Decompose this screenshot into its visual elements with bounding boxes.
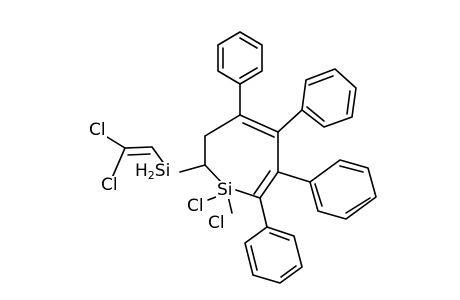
- stem-phenyl-upper-right: [277, 109, 303, 133]
- bond-ccl-bottom: [111, 147, 126, 179]
- silyl-si-symbol: Si: [154, 161, 171, 181]
- silyl-group-sih2: H2Si: [134, 161, 172, 182]
- silyl-h-count: 2: [147, 169, 155, 182]
- chlorine-atom-vinyl-bottom: Cl: [100, 175, 119, 195]
- bond-vinyl-double-inner: [127, 153, 151, 156]
- bond-vinyl-double: [124, 146, 153, 149]
- chlorine-atom-si-left: Cl: [186, 196, 205, 216]
- phenyl-ring-upper-right: [301, 68, 357, 128]
- phenyl-ring-lower-right: [309, 159, 377, 220]
- silyl-h-symbol: H: [135, 161, 148, 181]
- phenyl-ring-bottom: [244, 226, 303, 284]
- phenyl-ring-top: [217, 31, 263, 85]
- chlorine-atom-vinyl-top: Cl: [88, 120, 107, 140]
- silicon-atom-ring: Si: [216, 180, 234, 200]
- ring-ch2-c: [204, 114, 241, 137]
- stem-phenyl-lower-right: [277, 171, 311, 183]
- ring-double-bottom-inner: [253, 170, 271, 195]
- ring-c-si: [235, 189, 261, 199]
- bond-sih2-c: [179, 164, 206, 173]
- ring-double-bottom: [259, 171, 279, 199]
- ring-double-top-inner: [242, 122, 275, 138]
- ring-si-c: [204, 164, 223, 184]
- stem-phenyl-bottom: [259, 197, 268, 228]
- ring-double-top: [239, 114, 279, 133]
- bond-ccl-top: [106, 136, 126, 149]
- chlorine-atom-si-right: Cl: [207, 213, 226, 233]
